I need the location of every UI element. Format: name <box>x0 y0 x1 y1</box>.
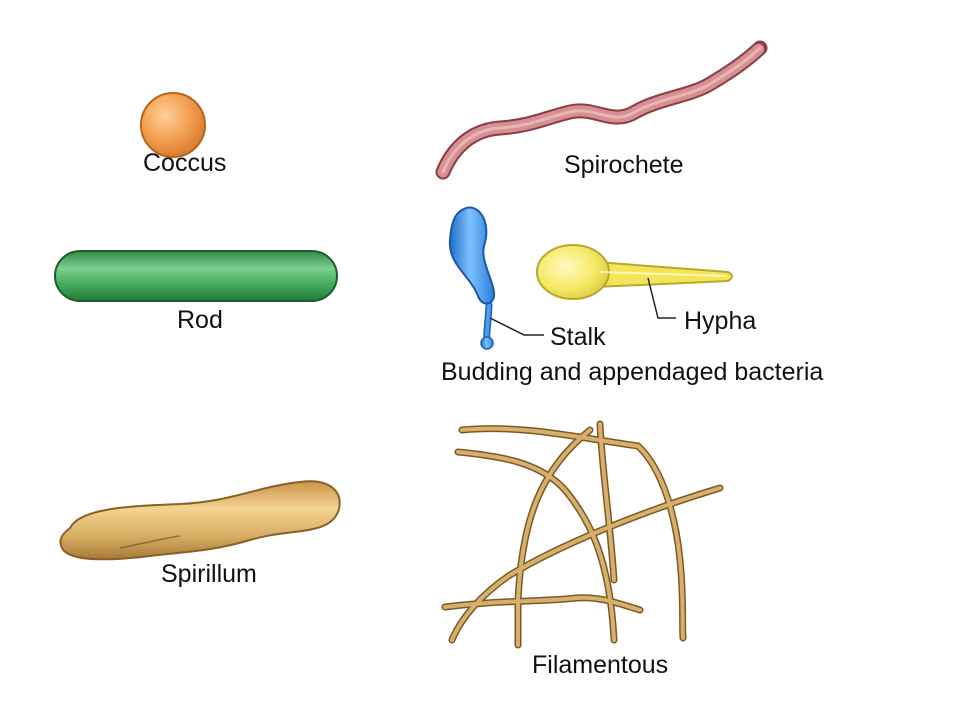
budding-appendaged-label: Budding and appendaged bacteria <box>441 358 824 386</box>
stalk-leader-line <box>489 317 544 336</box>
filamentous-label: Filamentous <box>532 651 669 679</box>
hyphal-bacterium <box>536 244 733 300</box>
hypha-label: Hypha <box>684 307 757 335</box>
rod-cell <box>54 250 338 302</box>
hypha-leader-line <box>647 277 676 319</box>
stalked-bacterium <box>448 206 496 350</box>
spirillum-cell <box>59 480 341 561</box>
spirillum-label: Spirillum <box>161 560 257 588</box>
filamentous-cells <box>441 420 724 649</box>
coccus-cell <box>140 92 206 158</box>
spirochete-label: Spirochete <box>564 151 684 179</box>
stalk-label: Stalk <box>550 323 606 351</box>
coccus-label: Coccus <box>143 149 227 177</box>
rod-label: Rod <box>177 306 223 334</box>
spirochete-cell <box>435 40 768 180</box>
